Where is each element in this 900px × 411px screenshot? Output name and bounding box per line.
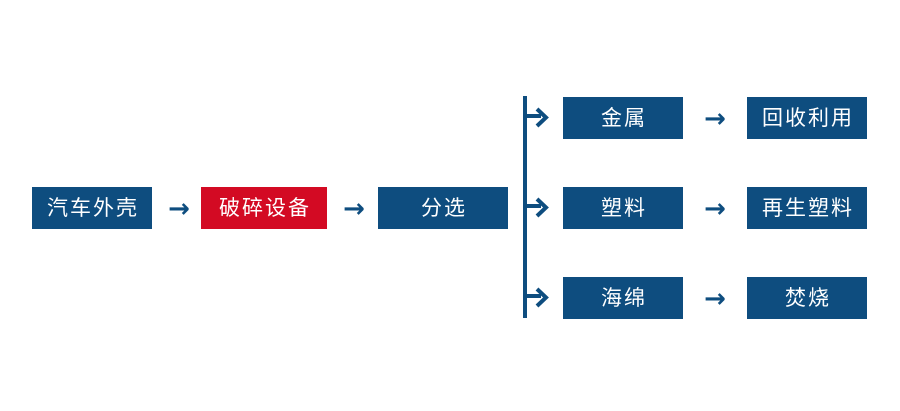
arrow-right-icon-sponge-to-destination: → — [704, 284, 726, 314]
arrow-right-icon-metal-to-destination: → — [704, 104, 726, 134]
node-destination-regenerated-plastic[interactable]: 再生塑料 — [747, 187, 867, 229]
arrow-right-icon-plastic-to-destination: → — [704, 194, 726, 224]
branch-arrow-right-icon-sponge — [525, 287, 549, 308]
node-destination-incineration[interactable]: 焚烧 — [747, 277, 867, 319]
node-sorting[interactable]: 分选 — [378, 187, 508, 229]
node-material-plastic[interactable]: 塑料 — [563, 187, 683, 229]
arrow-right-icon-input-to-crusher: → — [168, 194, 190, 224]
node-material-metal[interactable]: 金属 — [563, 97, 683, 139]
node-input[interactable]: 汽车外壳 — [32, 187, 152, 229]
branch-arrow-right-icon-plastic — [525, 197, 549, 218]
branch-arrow-right-icon-metal — [525, 107, 549, 128]
node-destination-recycle[interactable]: 回收利用 — [747, 97, 867, 139]
arrow-right-icon-crusher-to-sorting: → — [343, 194, 365, 224]
node-crusher[interactable]: 破碎设备 — [201, 187, 327, 229]
node-material-sponge[interactable]: 海绵 — [563, 277, 683, 319]
